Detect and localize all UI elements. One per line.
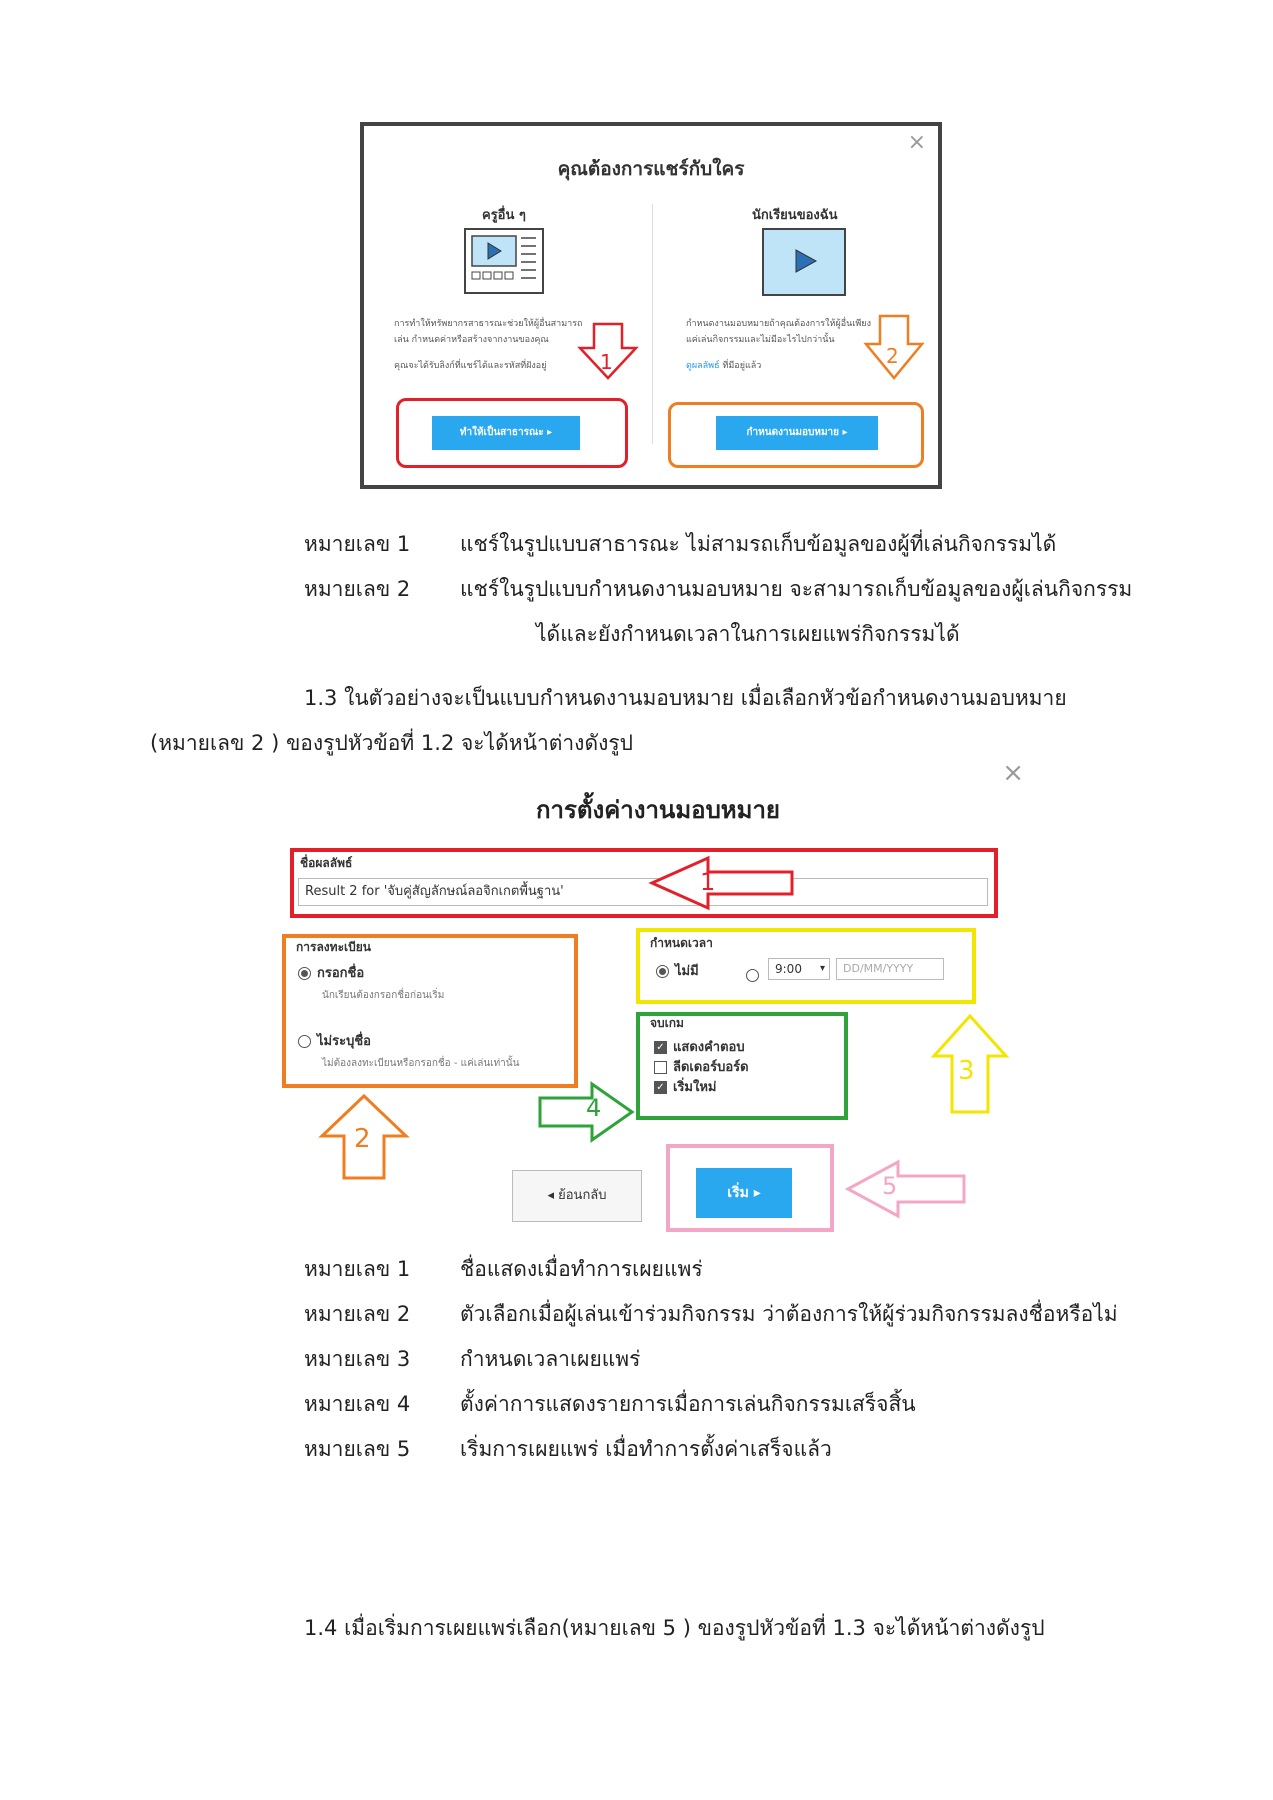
caption2-value-5: เริ่มการเผยแพร่ เมื่อทำการตั้งค่าเสร็จแล… <box>460 1437 832 1461</box>
assignment-settings-title: การตั้งค่างานมอบหมาย <box>536 796 780 824</box>
marker-1: 1 <box>600 350 613 374</box>
marker-2: 2 <box>354 1124 371 1154</box>
arrow-up-2-icon <box>318 1093 410 1180</box>
assignment-description: กำหนดงานมอบหมายถ้าคุณต้องการให้ผู้อื่นเพ… <box>686 319 871 345</box>
my-students-title: นักเรียนของฉัน <box>752 208 838 223</box>
caption2-key-2: หมายเลข 2 <box>304 1302 411 1326</box>
marker-2: 2 <box>886 344 899 368</box>
start-button[interactable]: เริ่ม ▸ <box>696 1168 792 1218</box>
option-no-deadline[interactable]: ไม่มี <box>656 960 699 981</box>
radio-set-deadline[interactable] <box>746 969 759 982</box>
chevron-down-icon: ▾ <box>819 963 825 974</box>
radio-no-deadline[interactable] <box>656 965 669 978</box>
caption1-value-2: แชร์ในรูปแบบกำหนดงานมอบหมาย จะสามารถเก็บ… <box>460 577 1133 601</box>
marker-1: 1 <box>700 868 716 896</box>
highlight-box-5 <box>666 1144 834 1232</box>
caption1-value-1: แชร์ในรูปแบบสาธารณะ ไม่สามรถเก็บข้อมูลขอ… <box>460 532 1057 556</box>
option-show-answers[interactable]: ✓แสดงคำตอบ <box>654 1036 745 1057</box>
radio-anonymous[interactable] <box>298 1035 311 1048</box>
caption2-value-3: กำหนดเวลาเผยแพร่ <box>460 1347 641 1371</box>
caption2-key-1: หมายเลข 1 <box>304 1257 411 1281</box>
radio-enter-name[interactable] <box>298 967 311 980</box>
caption1-key-1: หมายเลข 1 <box>304 532 411 556</box>
assignment-settings-screenshot: × การตั้งค่างานมอบหมาย ชื่อผลลัพธ์ Resul… <box>278 758 1038 1232</box>
caption2-key-3: หมายเลข 3 <box>304 1347 411 1371</box>
option-leaderboard[interactable]: ลีดเดอร์บอร์ด <box>654 1056 749 1077</box>
option-enter-name[interactable]: กรอกชื่อ <box>298 962 364 983</box>
checkbox-restart[interactable]: ✓ <box>654 1081 667 1094</box>
paragraph-1-3-line2: (หมายเลข 2 ) ของรูปหัวข้อที่ 1.2 จะได้หน… <box>150 731 633 755</box>
caption1-key-2: หมายเลข 2 <box>304 577 411 601</box>
close-icon[interactable]: × <box>1002 758 1024 788</box>
caption2-value-2: ตัวเลือกเมื่อผู้เล่นเข้าร่วมกิจกรรม ว่าต… <box>460 1302 1118 1326</box>
marker-4: 4 <box>586 1094 602 1122</box>
back-button[interactable]: ◂ ย้อนกลับ <box>512 1170 642 1222</box>
share-dialog-screenshot: × คุณต้องการแชร์กับใคร ครูอื่น ๆ การทำให… <box>360 122 942 489</box>
caption1-value-2-cont: ได้และยังกำหนดเวลาในการเผยแพร่กิจกรรมได้ <box>536 622 960 646</box>
paragraph-1-3-line1: 1.3 ในตัวอย่างจะเป็นแบบกำหนดงานมอบหมาย เ… <box>304 686 1067 710</box>
option-anonymous[interactable]: ไม่ระบุชื่อ <box>298 1030 371 1051</box>
arrow-right-4-icon <box>538 1081 635 1143</box>
highlight-box-4 <box>636 1012 848 1120</box>
arrow-up-3-icon <box>930 1013 1010 1114</box>
caption2-value-4: ตั้งค่าการแสดงรายการเมื่อการเล่นกิจกรรมเ… <box>460 1392 916 1416</box>
end-game-label: จบเกม <box>650 1016 684 1030</box>
enter-name-hint: นักเรียนต้องกรอกชื่อก่อนเริ่ม <box>322 990 445 1001</box>
set-assignment-button[interactable]: กำหนดงานมอบหมาย ▸ <box>716 416 878 450</box>
result-name-input[interactable]: Result 2 for 'จับคู่สัญลักษณ์ลอจิกเกตพื้… <box>298 878 988 906</box>
view-results-link[interactable]: ดูผลลัพธ์ <box>686 361 720 371</box>
make-public-button[interactable]: ทำให้เป็นสาธารณะ ▸ <box>432 416 580 450</box>
arrow-down-2-icon <box>863 314 925 380</box>
column-divider <box>652 204 653 444</box>
public-description: การทำให้ทรัพยากรสาธารณะช่วยให้ผู้อื่นสาม… <box>394 319 583 345</box>
public-note: คุณจะได้รับลิงก์ที่แชร์ได้และรหัสที่ฝังอ… <box>394 361 547 371</box>
checkbox-leaderboard[interactable] <box>654 1061 667 1074</box>
arrow-left-5-icon <box>844 1159 966 1219</box>
paragraph-1-4: 1.4 เมื่อเริ่มการเผยแพร่เลือก(หมายเลข 5 … <box>304 1616 1045 1640</box>
others-teachers-title: ครูอื่น ๆ <box>482 208 526 223</box>
deadline-label: กำหนดเวลา <box>650 936 713 950</box>
caption2-key-4: หมายเลข 4 <box>304 1392 411 1416</box>
close-icon[interactable]: × <box>907 130 926 155</box>
result-name-label: ชื่อผลลัพธ์ <box>300 856 353 870</box>
checkbox-show-answers[interactable]: ✓ <box>654 1041 667 1054</box>
highlight-box-3 <box>636 928 976 1004</box>
option-restart[interactable]: ✓เริ่มใหม่ <box>654 1076 716 1097</box>
share-dialog-title: คุณต้องการแชร์กับใคร <box>557 158 745 180</box>
time-select[interactable]: 9:00▾ <box>768 958 830 980</box>
marker-5: 5 <box>882 1172 898 1200</box>
view-results-note: ดูผลลัพธ์ ที่มีอยู่แล้ว <box>686 361 762 371</box>
anonymous-hint: ไม่ต้องลงทะเบียนหรือกรอกชื่อ - แค่เล่นเท… <box>322 1058 520 1069</box>
registration-label: การลงทะเบียน <box>296 940 371 954</box>
assignment-illustration-icon <box>762 228 846 296</box>
arrow-left-1-icon <box>648 855 794 911</box>
highlight-box-1 <box>396 398 628 468</box>
highlight-box-2 <box>282 934 578 1088</box>
public-resource-illustration-icon <box>464 228 544 294</box>
date-input[interactable]: DD/MM/YYYY <box>836 958 944 980</box>
highlight-box-1 <box>290 848 998 918</box>
arrow-down-1-icon <box>577 322 639 380</box>
caption2-value-1: ชื่อแสดงเมื่อทำการเผยแพร่ <box>460 1257 703 1281</box>
highlight-box-2 <box>668 402 924 468</box>
caption2-key-5: หมายเลข 5 <box>304 1437 411 1461</box>
marker-3: 3 <box>958 1056 975 1086</box>
